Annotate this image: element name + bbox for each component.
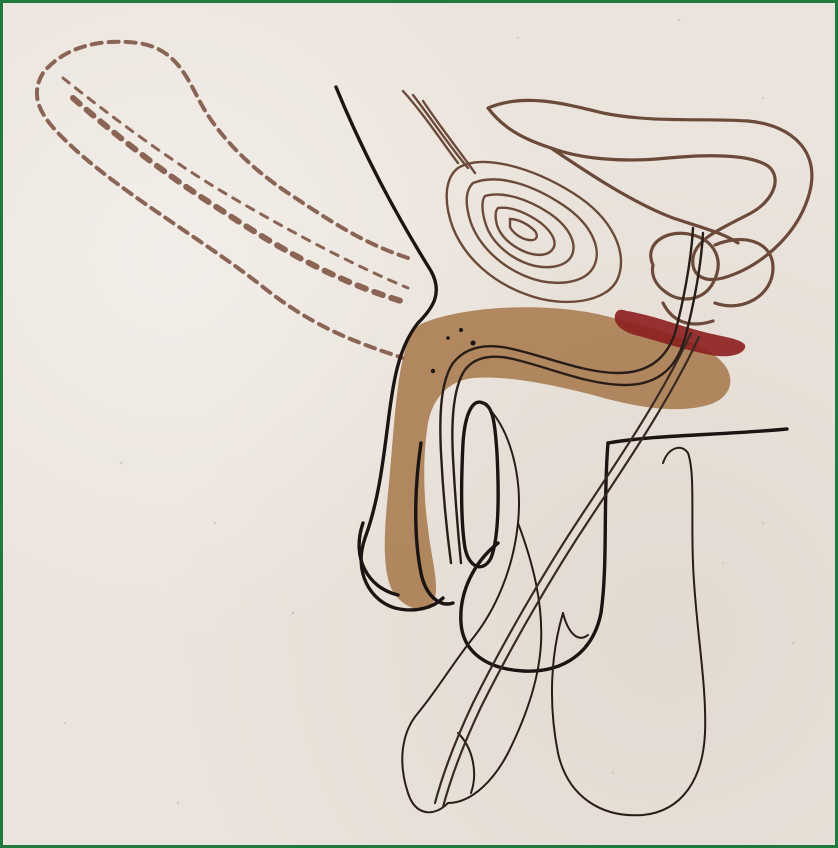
- spiral-seminal-vesicle: [403, 91, 621, 302]
- dotted-outline-erect-shaft: [37, 42, 408, 358]
- anatomical-diagram: [3, 3, 835, 845]
- paper-background: [3, 3, 835, 845]
- bladder-outline: [488, 100, 812, 324]
- lower-thin-outline: [402, 403, 705, 815]
